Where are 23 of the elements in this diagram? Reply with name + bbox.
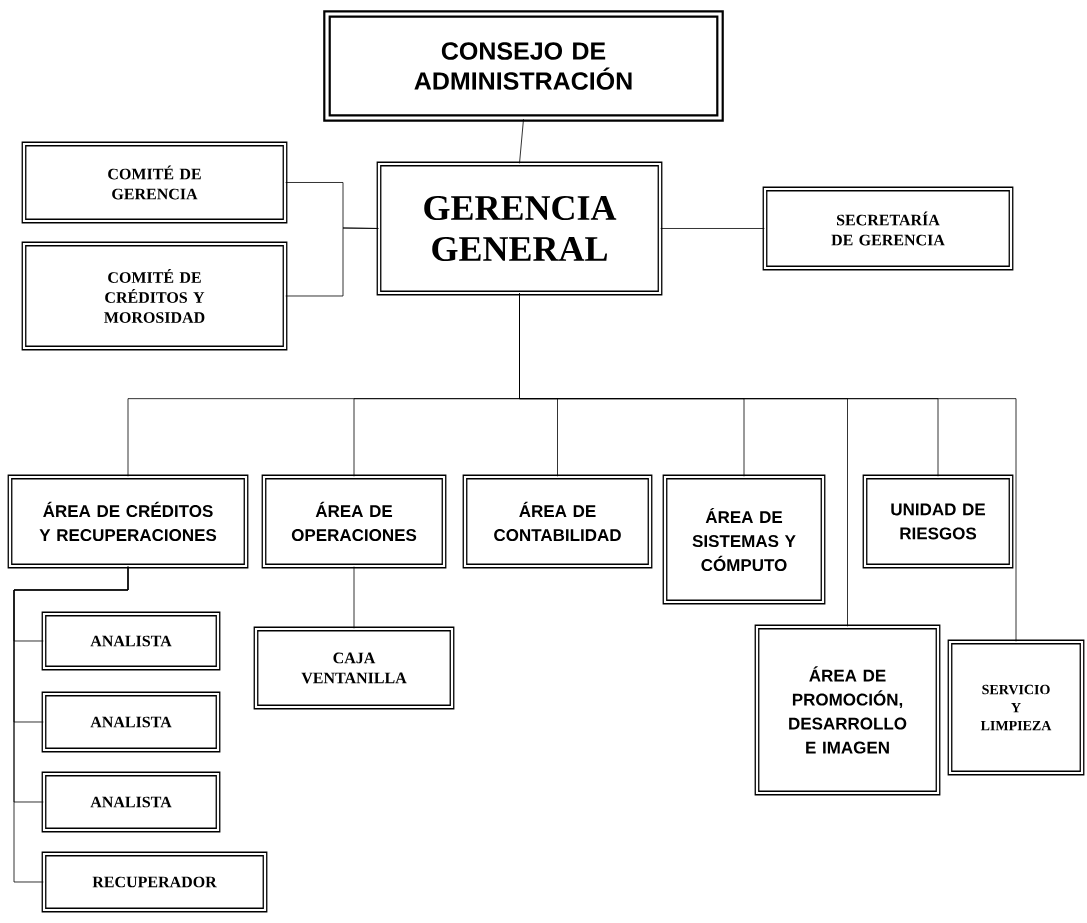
org-box: ANALISTA [41, 611, 221, 671]
org-box: CAJA VENTANILLA [253, 626, 455, 710]
connector-line [353, 566, 355, 629]
org-box: RECUPERADOR [41, 851, 268, 913]
connector-line [285, 227, 379, 297]
connector-line [519, 118, 524, 164]
org-box: ÁREA DE OPERACIONES [261, 474, 447, 569]
org-box: CONSEJO DE ADMINISTRACIÓN [323, 10, 724, 122]
org-box: COMITÉ DE CRÉDITOS Y MOROSIDAD [21, 241, 288, 351]
org-box: COMITÉ DE GERENCIA [21, 141, 288, 224]
org-box: SECRETARÍA DE GERENCIA [762, 186, 1014, 271]
org-box: UNIDAD DE RIESGOS [862, 474, 1014, 569]
org-box: SERVICIO Y LIMPIEZA [947, 639, 1085, 776]
org-box: ÁREA DE CONTABILIDAD [462, 474, 653, 569]
org-box: ANALISTA [41, 771, 221, 833]
org-box: ÁREA DE PROMOCIÓN, DESARROLLO E IMAGEN [754, 624, 941, 796]
connector-line [13, 566, 129, 883]
org-box: GERENCIA GENERAL [376, 161, 663, 296]
connector-line [519, 293, 1017, 642]
org-box: ANALISTA [41, 691, 221, 753]
org-box: ÁREA DE SISTEMAS Y CÓMPUTO [662, 474, 826, 605]
org-box: ÁREA DE CRÉDITOS Y RECUPERACIONES [7, 474, 249, 569]
connector-line [660, 228, 765, 229]
